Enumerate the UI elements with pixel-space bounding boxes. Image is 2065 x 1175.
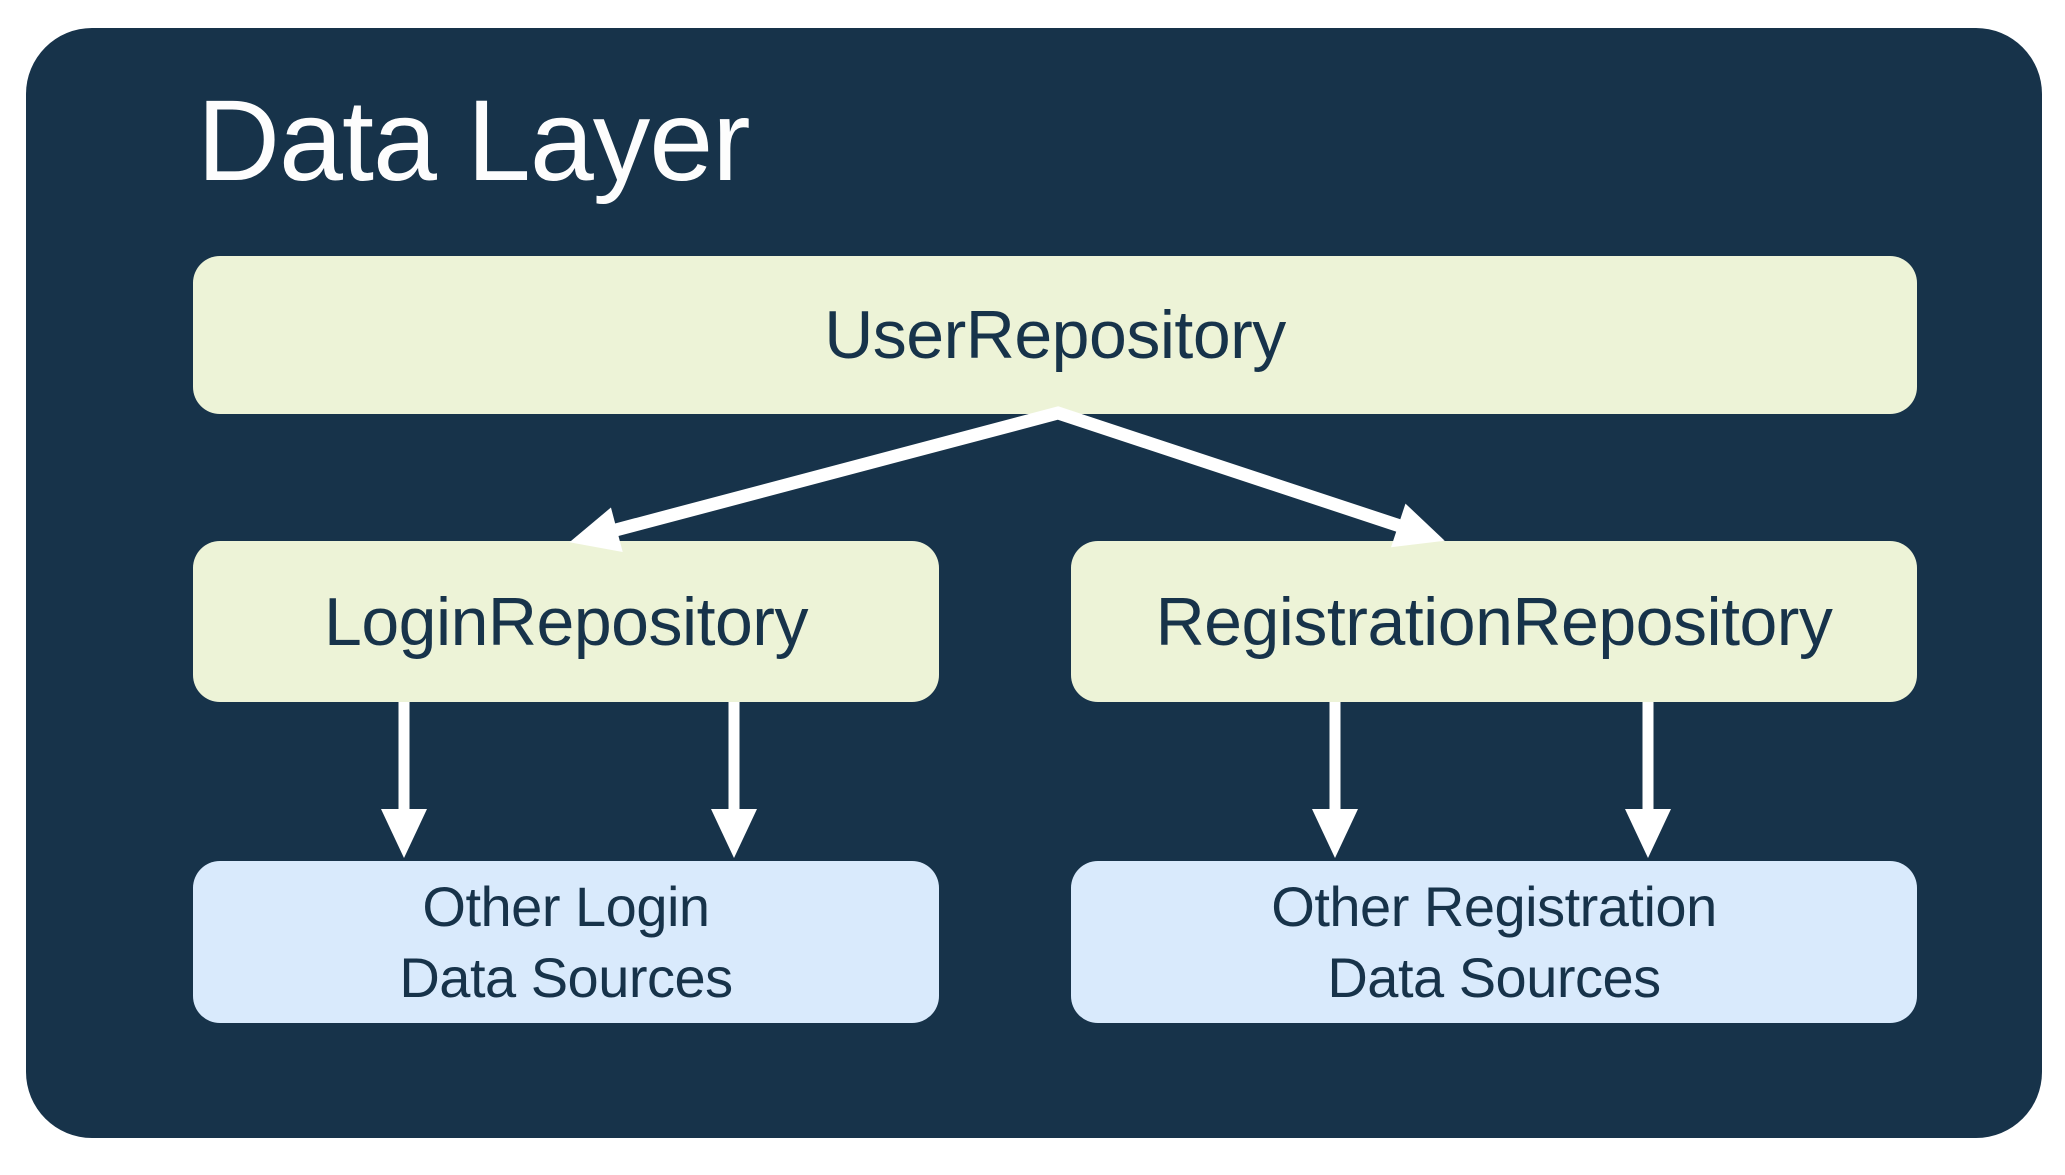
node-user-repository: UserRepository	[193, 256, 1917, 414]
node-user-repository-label: UserRepository	[824, 297, 1286, 373]
node-other-registration-data-sources: Other Registration Data Sources	[1071, 861, 1917, 1023]
node-other-login-data-sources: Other Login Data Sources	[193, 861, 939, 1023]
node-other-registration-data-sources-line2: Data Sources	[1327, 946, 1661, 1009]
node-login-repository-label: LoginRepository	[324, 583, 808, 660]
diagram-title: Data Layer	[197, 77, 751, 205]
node-registration-repository-label: RegistrationRepository	[1155, 583, 1833, 660]
node-other-login-data-sources-line2: Data Sources	[399, 946, 733, 1009]
node-other-registration-data-sources-line1: Other Registration	[1271, 875, 1717, 938]
node-other-login-data-sources-line1: Other Login	[422, 875, 710, 938]
node-registration-repository: RegistrationRepository	[1071, 541, 1917, 702]
node-login-repository: LoginRepository	[193, 541, 939, 702]
